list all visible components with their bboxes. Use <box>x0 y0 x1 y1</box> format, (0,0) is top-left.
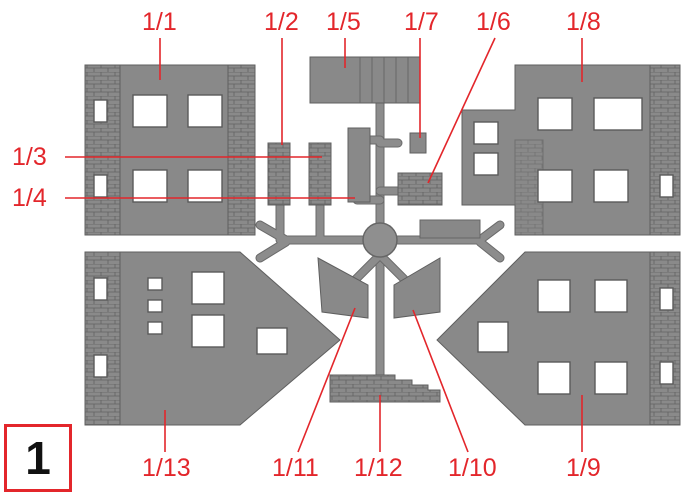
label-1-10: 1/10 <box>448 456 497 481</box>
label-1-4: 1/4 <box>12 186 47 211</box>
part-1-9-gable-wall <box>437 252 680 425</box>
label-1-3: 1/3 <box>12 145 47 170</box>
step-number: 1 <box>25 431 51 485</box>
label-1-13: 1/13 <box>142 456 191 481</box>
part-1-13-gable-wall <box>85 252 340 425</box>
label-1-6: 1/6 <box>476 10 511 35</box>
label-1-9: 1/9 <box>566 456 601 481</box>
step-number-box: 1 <box>4 424 72 492</box>
label-1-1: 1/1 <box>142 10 177 35</box>
part-1-6-block <box>398 173 442 205</box>
sprue-gate-hub <box>363 223 397 257</box>
label-1-11: 1/11 <box>272 456 319 481</box>
label-1-2: 1/2 <box>264 10 299 35</box>
part-1-8-wall <box>462 65 680 235</box>
part-1-4-panel <box>348 128 370 202</box>
label-1-7: 1/7 <box>404 10 439 35</box>
part-1-11-roof <box>318 258 368 318</box>
part-1-3-pillar <box>309 143 331 205</box>
part-1-2-pillar <box>268 143 290 205</box>
label-1-12: 1/12 <box>354 456 403 481</box>
label-1-5: 1/5 <box>326 10 361 35</box>
part-1-5-strip <box>310 57 420 103</box>
part-1-10-roof <box>394 258 440 318</box>
label-1-8: 1/8 <box>566 10 601 35</box>
part-1-7-chimney <box>410 133 426 153</box>
part-1-1-wall <box>85 65 255 235</box>
part-1-12-stairs <box>330 375 440 402</box>
